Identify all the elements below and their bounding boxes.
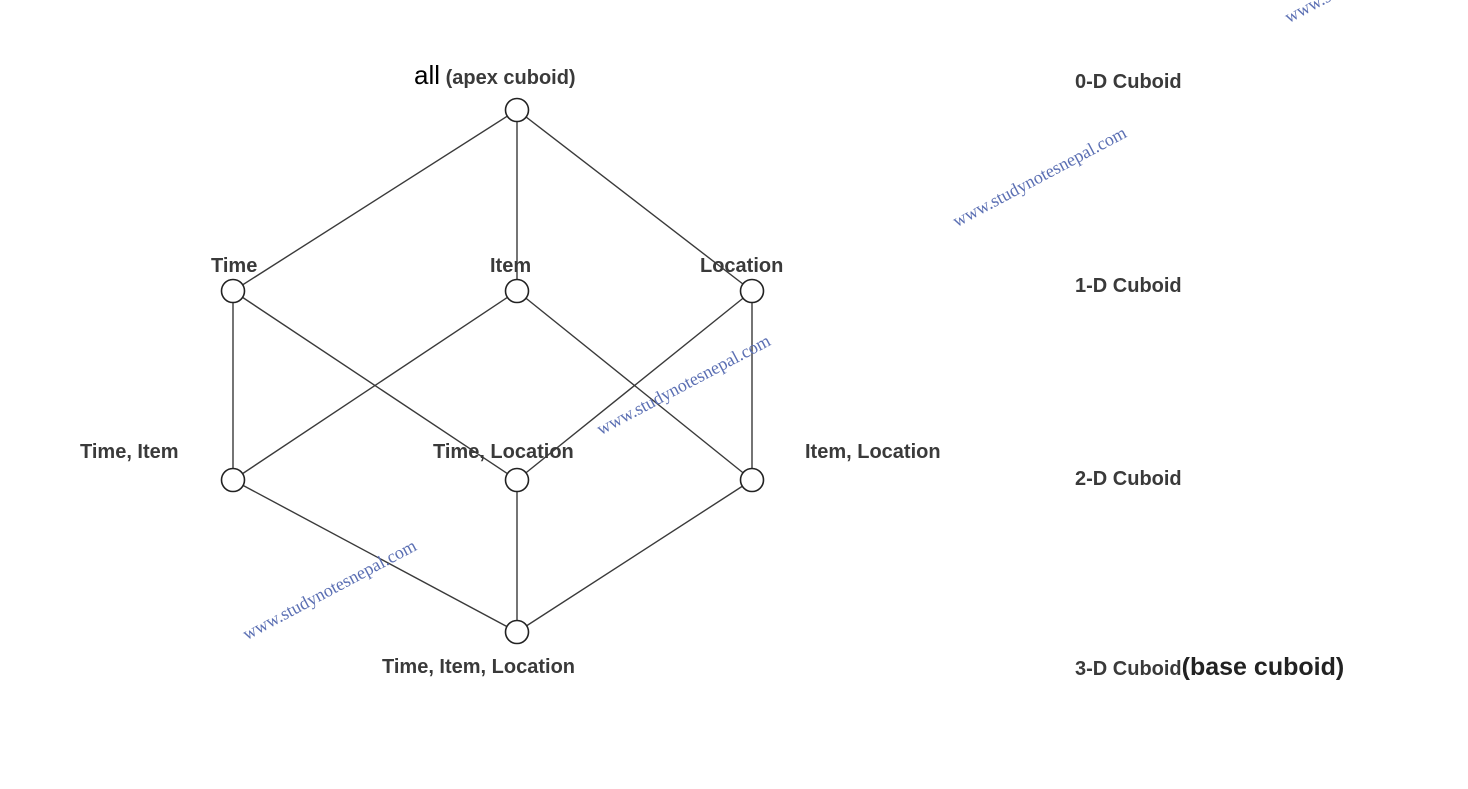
label-item: Item [490,255,532,277]
edge-timeitem-base [232,479,518,633]
label-time: Time [211,255,258,277]
edge-apex-time [232,109,518,292]
level-3d-suffix: (base cuboid) [1181,653,1345,681]
apex-suffix: (apex cuboid) [445,67,576,89]
apex-label: all (apex cuboid) [414,62,576,88]
node-location [739,278,765,304]
level-3d-text: 3-D Cuboid [1075,658,1182,680]
label-time-item: Time, Item [80,441,179,463]
edge-itemlocation-base [516,479,753,633]
node-item-location [739,467,765,493]
node-time [220,278,246,304]
node-apex [504,97,530,123]
node-item [504,278,530,304]
apex-name: all [414,60,441,90]
level-1d: 1-D Cuboid [1075,275,1182,297]
label-item-location: Item, Location [805,441,941,463]
node-base [504,619,530,645]
edge-location-timelocation [516,290,753,481]
node-time-item [220,467,246,493]
level-2d: 2-D Cuboid [1075,468,1182,490]
edge-apex-location [516,109,753,292]
edge-item-timeitem [232,290,518,481]
node-time-location [504,467,530,493]
label-base: Time, Item, Location [382,656,575,678]
level-3d: 3-D Cuboid(base cuboid) [1075,655,1344,680]
label-location: Location [700,255,784,277]
label-time-location: Time, Location [433,441,574,463]
watermark: www.studynotesnepal.com [0,680,2,789]
cuboid-lattice-diagram [220,97,765,645]
level-0d: 0-D Cuboid [1075,71,1182,93]
